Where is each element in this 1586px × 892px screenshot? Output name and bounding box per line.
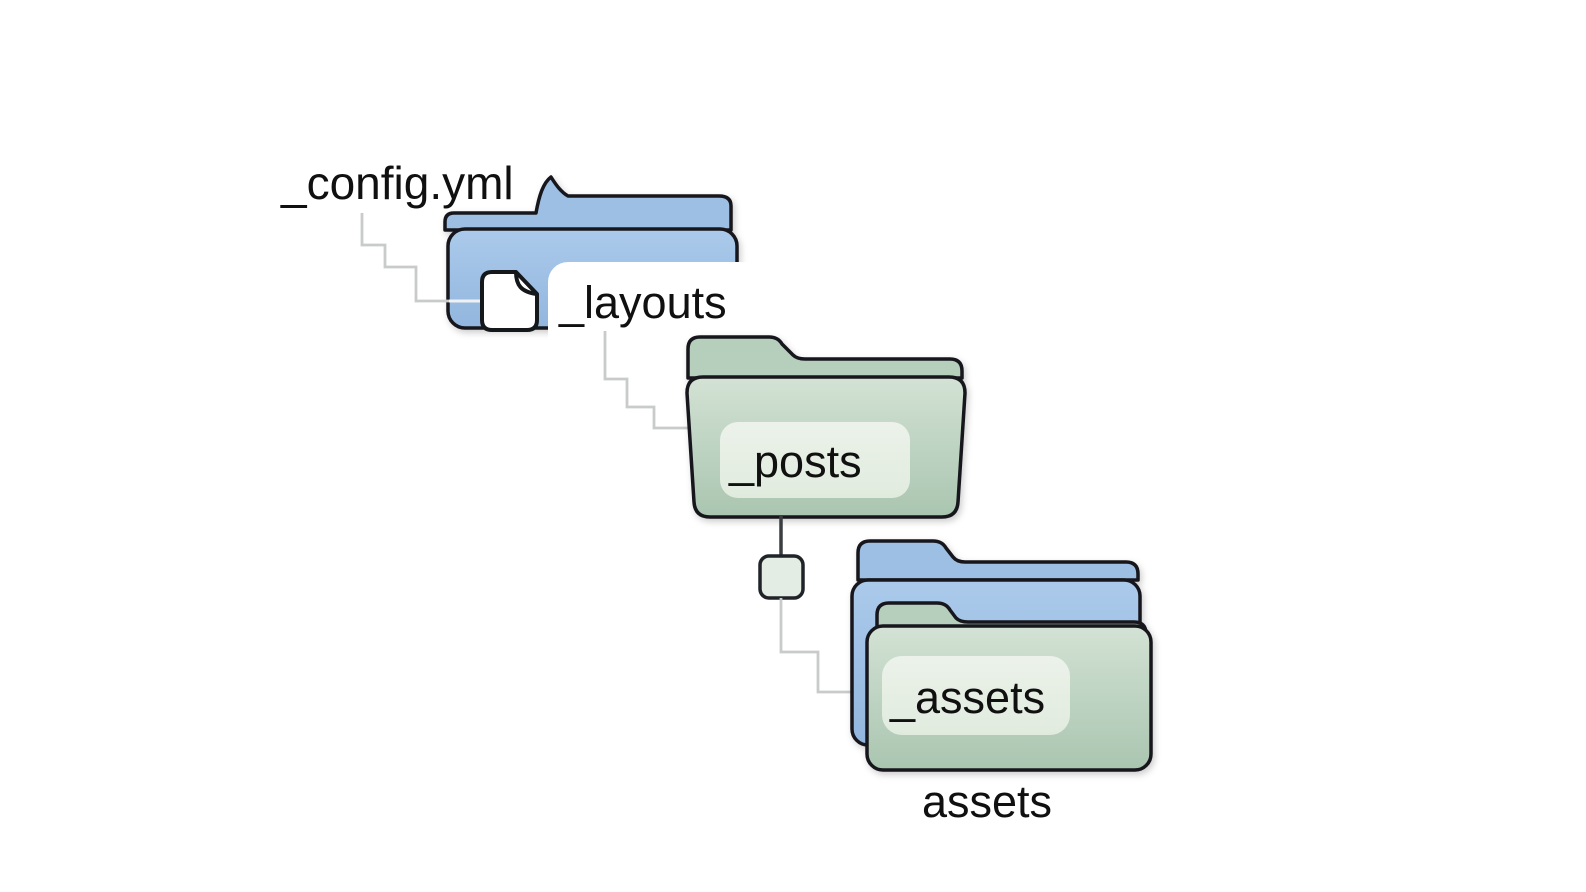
assets-folder-stack-icon	[850, 539, 1153, 772]
assets-label-plate	[882, 656, 1070, 735]
posts-folder-icon	[685, 335, 967, 519]
posts-folder-label: _posts	[728, 436, 862, 487]
posts-label-plate	[720, 422, 910, 498]
document-page	[480, 270, 539, 332]
assets-hidden-folder-label: _assets	[889, 672, 1045, 723]
layouts-folder-label: _layouts	[558, 277, 727, 328]
document-fold-corner	[514, 271, 538, 296]
connector-config-layouts	[360, 213, 449, 303]
connector-layouts-posts	[603, 331, 688, 430]
assets-blue-folder-back	[856, 539, 1140, 582]
assets-folder-caption: assets	[922, 776, 1052, 827]
document-icon	[480, 270, 539, 332]
posts-folder-back	[686, 335, 964, 380]
layouts-label-cutout	[548, 262, 880, 358]
connector-square-assets	[779, 598, 854, 694]
connector-square-node	[758, 554, 805, 600]
layouts-folder-back	[443, 175, 733, 232]
config-filename-label: _config.yml	[280, 157, 514, 209]
